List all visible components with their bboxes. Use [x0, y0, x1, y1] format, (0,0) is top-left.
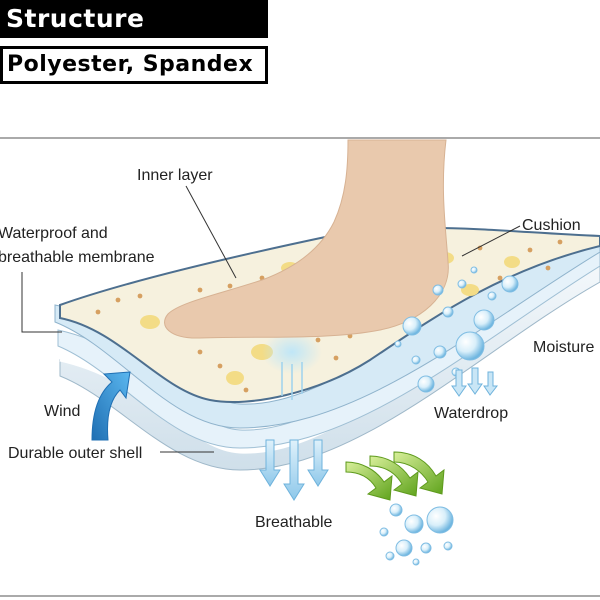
waterdrop-arrows	[451, 367, 499, 397]
green-arrows	[345, 451, 445, 501]
moisture-streaks	[281, 362, 303, 400]
label-membrane-line1: Waterproof and	[0, 225, 108, 242]
label-cushion: Cushion	[522, 217, 581, 234]
label-wind: Wind	[44, 403, 80, 420]
label-inner-layer: Inner layer	[137, 167, 213, 184]
label-outer-shell: Durable outer shell	[8, 445, 142, 462]
wind-arrow	[91, 371, 131, 441]
label-breathable: Breathable	[255, 514, 332, 531]
moisture-glow	[262, 330, 322, 374]
label-moisture: Moisture	[533, 339, 594, 356]
subtitle-banner: Polyester, Spandex	[0, 46, 268, 84]
label-membrane-line2: breathable membrane	[0, 249, 155, 266]
breathable-arrows	[259, 439, 329, 501]
breathable-bubbles	[379, 503, 454, 566]
leader-lines	[21, 185, 521, 453]
subtitle-text: Polyester, Spandex	[3, 49, 265, 81]
label-waterdrop: Waterdrop	[434, 405, 508, 422]
title-banner: Structure drawing	[0, 0, 268, 71]
foot	[164, 139, 449, 339]
